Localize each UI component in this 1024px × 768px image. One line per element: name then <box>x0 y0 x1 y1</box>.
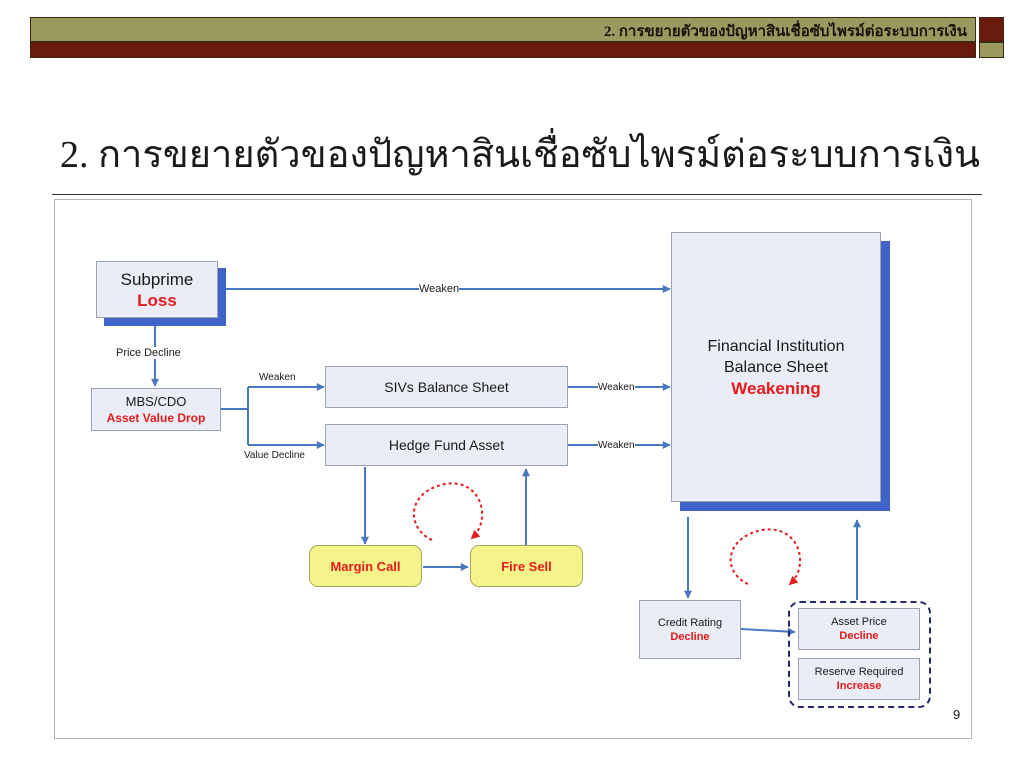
header-accent-bar <box>30 42 976 58</box>
weaken-label-hedge-out: Weaken <box>598 440 635 452</box>
credit-decline-label: Decline <box>670 630 710 643</box>
mbs-cdo-label: MBS/CDO <box>125 393 187 409</box>
slide-title: 2. การขยายตัวของปัญหาสินเชื่อซับไพรม์ต่อ… <box>60 134 980 176</box>
loss-label: Loss <box>137 290 177 310</box>
price-decline-label: Price Decline <box>116 347 181 359</box>
weakening-label: Weakening <box>731 379 821 398</box>
asset-price-label: Asset Price <box>831 616 887 628</box>
cycle-loop-left <box>412 482 484 541</box>
hedge-fund-asset-box: Hedge Fund Asset <box>325 424 568 466</box>
arrow-credit-to-asset-price <box>740 627 796 636</box>
reserve-required-box: Reserve Required Increase <box>798 658 920 700</box>
sivs-label: SIVs Balance Sheet <box>384 379 509 395</box>
fi-label-line1: Financial Institution <box>707 338 845 355</box>
sivs-balance-sheet-box: SIVs Balance Sheet <box>325 366 568 408</box>
reserve-required-label: Reserve Required <box>814 666 904 678</box>
credit-rating-label: Credit Rating <box>657 616 723 629</box>
fire-sell-box: Fire Sell <box>470 545 583 587</box>
value-decline-label: Value Decline <box>244 450 305 462</box>
fi-label-line2: Balance Sheet <box>723 359 829 376</box>
title-divider <box>52 194 982 195</box>
asset-price-decline-label: Decline <box>839 630 879 642</box>
credit-rating-box: Credit Rating Decline <box>639 600 741 659</box>
asset-price-box: Asset Price Decline <box>798 608 920 650</box>
dashed-group-border <box>788 601 931 708</box>
financial-institution-box: Financial Institution Balance Sheet Weak… <box>671 232 881 502</box>
subprime-label: Subprime <box>120 269 194 289</box>
header-title: 2. การขยายตัวของปัญหาสินเชื่อซับไพรม์ต่อ… <box>603 24 967 40</box>
weaken-label-top: Weaken <box>419 283 460 295</box>
header-accent-square-top <box>979 17 1004 42</box>
hedge-fund-label: Hedge Fund Asset <box>388 437 505 453</box>
reserve-increase-label: Increase <box>836 680 882 692</box>
header-accent-square-bottom <box>979 42 1004 58</box>
subprime-loss-box: Subprime Loss <box>96 261 218 318</box>
margin-call-box: Margin Call <box>309 545 422 587</box>
mbs-cdo-box: MBS/CDO Asset Value Drop <box>91 388 221 431</box>
header-bar: 2. การขยายตัวของปัญหาสินเชื่อซับไพรม์ต่อ… <box>30 17 976 42</box>
weaken-label-sivs-out: Weaken <box>598 382 635 394</box>
cycle-loop-right <box>729 528 802 586</box>
weaken-label-sivs-in: Weaken <box>259 372 296 384</box>
page-number: 9 <box>953 707 961 722</box>
asset-value-drop-label: Asset Value Drop <box>106 410 206 425</box>
